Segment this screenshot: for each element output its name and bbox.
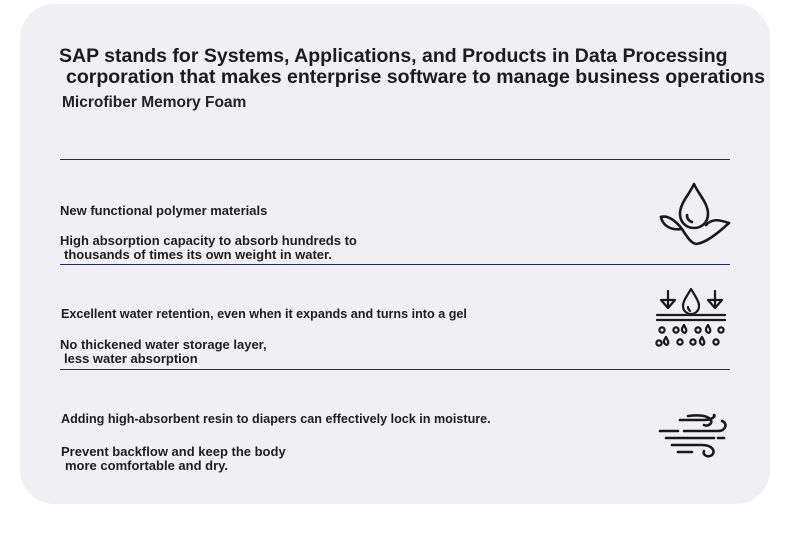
- feature-1-title: New functional polymer materials: [60, 203, 268, 218]
- feature-2-description: No thickened water storage layer, less w…: [60, 338, 267, 365]
- product-subtitle: Microfiber Memory Foam: [62, 94, 247, 111]
- feature-3-title: Adding high-absorbent resin to diapers c…: [61, 412, 491, 426]
- feature-1-desc-line-2: thousands of times its own weight in wat…: [64, 246, 332, 262]
- content-card: [20, 4, 770, 504]
- feature-3-desc-line-1: Prevent backflow and keep the body: [61, 444, 286, 459]
- divider-2: [60, 369, 730, 370]
- feature-1-description: High absorption capacity to absorb hundr…: [60, 234, 357, 261]
- feature-1-desc-line-1: High absorption capacity to absorb hundr…: [60, 233, 357, 248]
- page-heading: SAP stands for Systems, Applications, an…: [59, 46, 790, 88]
- airflow-icon: [658, 413, 730, 459]
- divider-top: [60, 159, 730, 160]
- heading-line-1: SAP stands for Systems, Applications, an…: [59, 46, 728, 67]
- feature-2-desc-line-2: less water absorption: [64, 350, 198, 366]
- feature-3-desc-line-2: more comfortable and dry.: [65, 457, 229, 473]
- feature-3-description: Prevent backflow and keep the body more …: [61, 445, 286, 472]
- feature-2-desc-line-1: No thickened water storage layer,: [60, 337, 267, 352]
- absorption-layer-icon: [654, 287, 728, 351]
- heading-line-2: corporation that makes enterprise softwa…: [66, 66, 765, 88]
- divider-1: [60, 264, 730, 265]
- feature-2-title: Excellent water retention, even when it …: [61, 307, 467, 321]
- water-drop-icon: [658, 181, 732, 247]
